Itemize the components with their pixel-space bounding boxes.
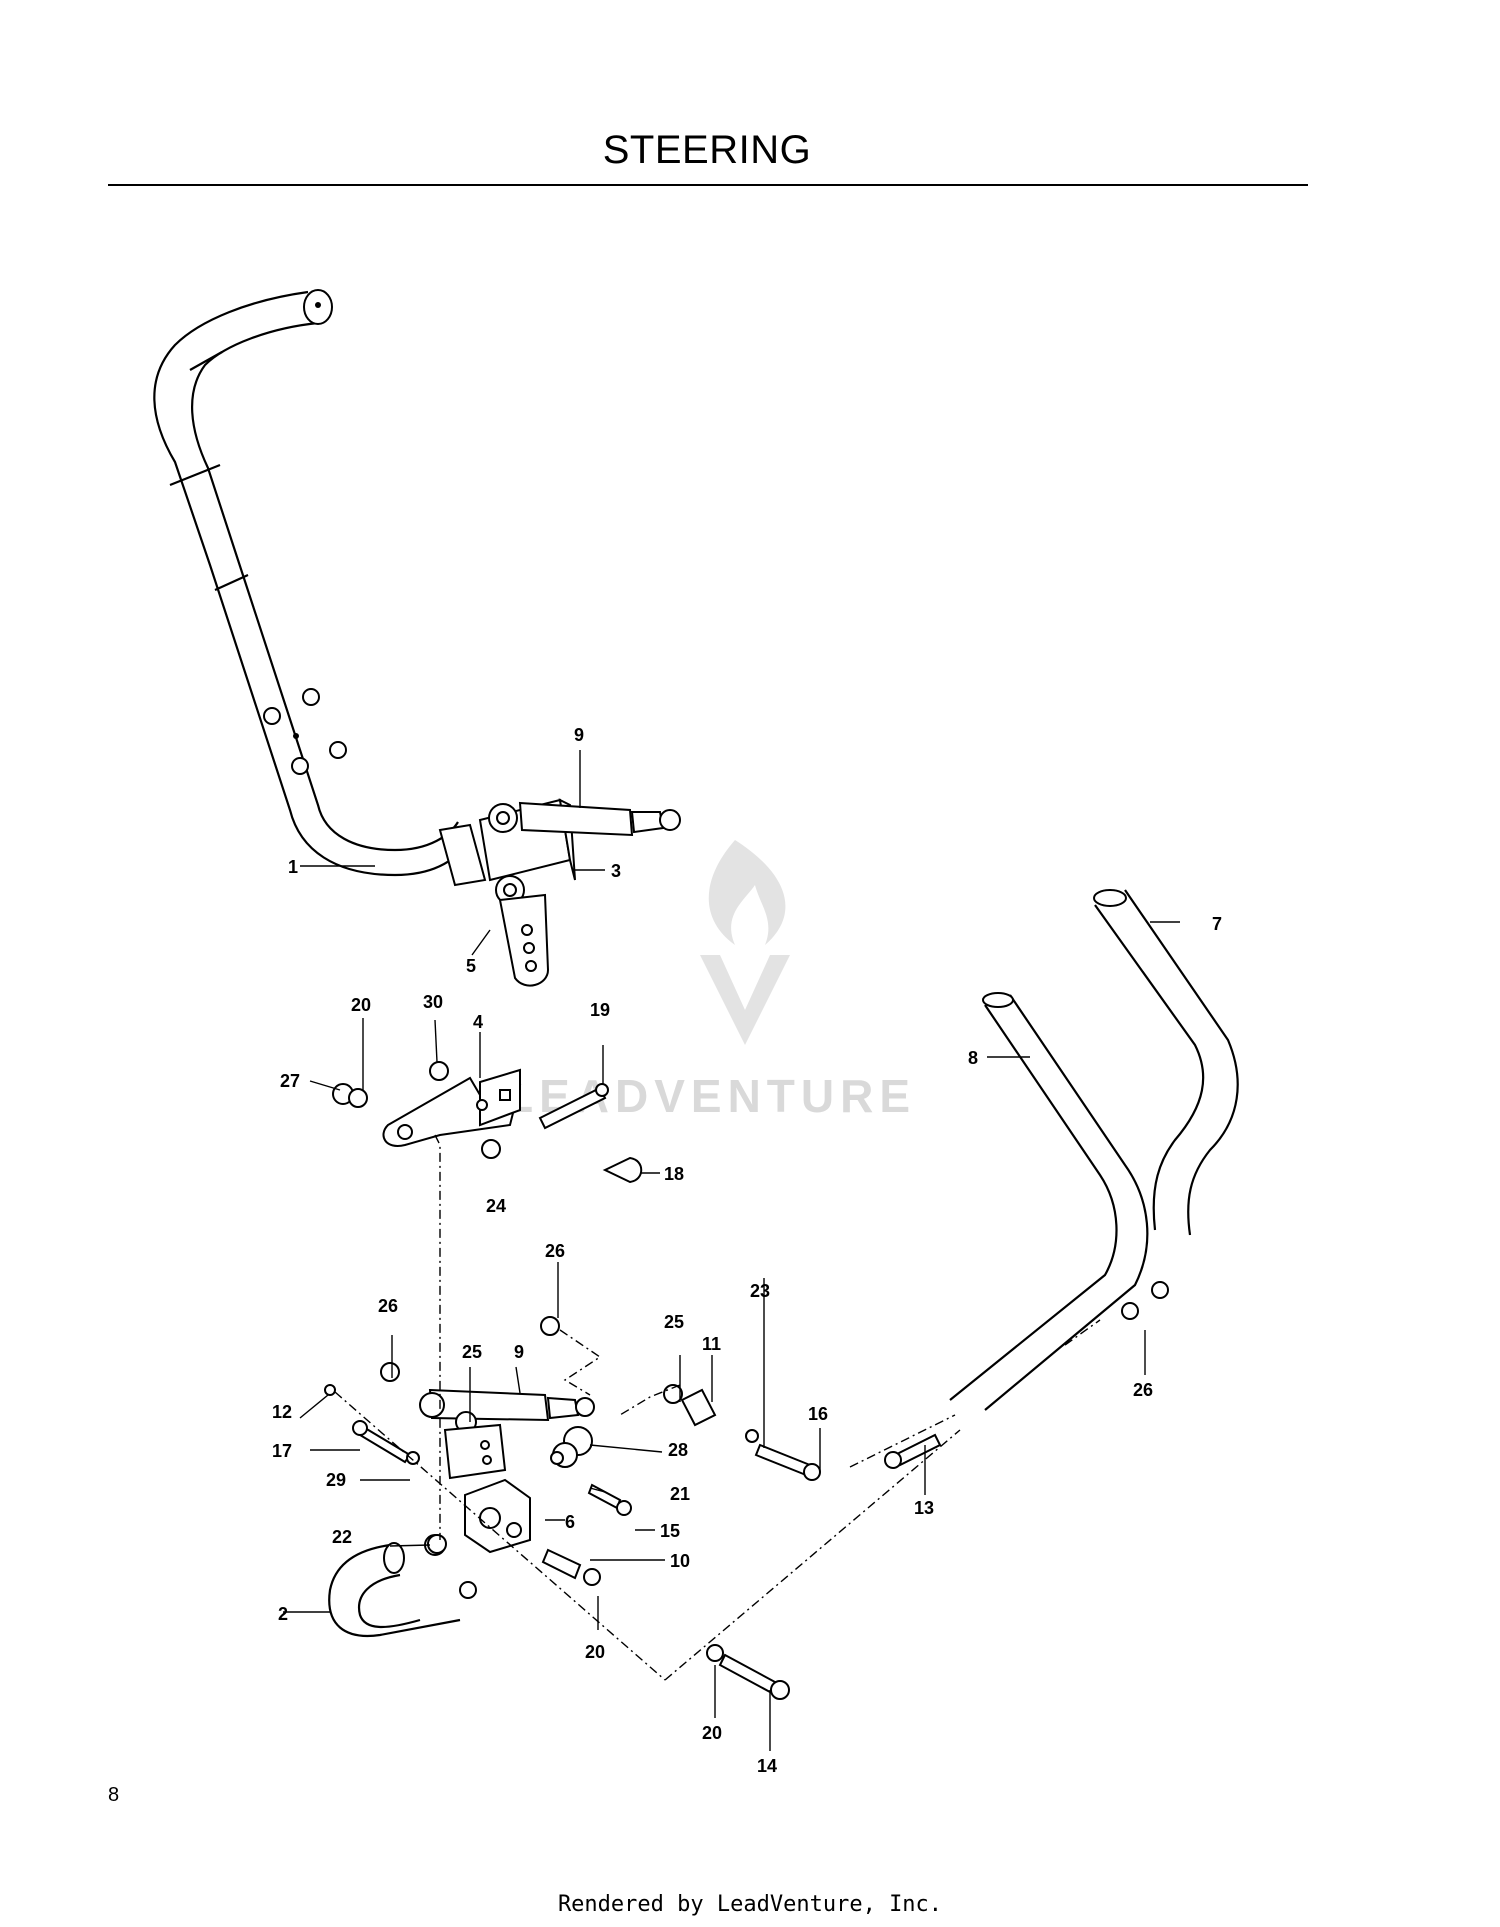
callout-26-right: 26 — [1133, 1380, 1153, 1400]
part-1-left-steering-lever[interactable] — [153, 289, 471, 877]
callout-numbers: 1 2 3 4 5 6 7 8 9 9 10 11 12 13 14 15 16… — [272, 725, 1222, 1776]
part-13-bolt[interactable] — [884, 1433, 942, 1469]
callout-21: 21 — [670, 1484, 690, 1504]
callout-24: 24 — [486, 1196, 506, 1216]
callout-6: 6 — [565, 1512, 575, 1532]
footer-credit: Rendered by LeadVenture, Inc. — [557, 1892, 943, 1917]
callout-18: 18 — [664, 1164, 684, 1184]
callout-7: 7 — [1212, 914, 1222, 934]
callout-29: 29 — [326, 1470, 346, 1490]
callout-17: 17 — [272, 1441, 292, 1461]
callout-13: 13 — [914, 1498, 934, 1518]
assembly-centerlines — [334, 1134, 1101, 1681]
callout-1: 1 — [288, 857, 298, 877]
callout-20-middle: 20 — [585, 1642, 605, 1662]
leader-lines — [283, 750, 1180, 1751]
callout-16: 16 — [808, 1404, 828, 1424]
callout-30: 30 — [423, 992, 443, 1012]
callout-27: 27 — [280, 1071, 300, 1091]
callout-20-lower: 20 — [702, 1723, 722, 1743]
callout-20-upper: 20 — [351, 995, 371, 1015]
callout-3: 3 — [611, 861, 621, 881]
callout-9-upper: 9 — [574, 725, 584, 745]
adjuster-plate-lower — [443, 1423, 507, 1480]
callout-4: 4 — [473, 1012, 483, 1032]
callout-14: 14 — [757, 1756, 777, 1776]
page-number: 8 — [108, 1784, 120, 1806]
callout-25-right: 25 — [664, 1312, 684, 1332]
hardware-group-lower — [324, 1316, 821, 1700]
callout-23: 23 — [750, 1281, 770, 1301]
callout-5: 5 — [466, 956, 476, 976]
watermark: LEADVENTURE — [505, 840, 910, 1122]
callout-2: 2 — [278, 1604, 288, 1624]
callout-22: 22 — [332, 1527, 352, 1547]
part-6-lower-bracket[interactable] — [464, 1478, 531, 1554]
callout-8: 8 — [968, 1048, 978, 1068]
callout-12: 12 — [272, 1402, 292, 1422]
callout-10: 10 — [670, 1551, 690, 1571]
callout-11: 11 — [702, 1334, 721, 1354]
part-2-lower-yoke[interactable] — [328, 1534, 477, 1637]
callout-25-left: 25 — [462, 1342, 482, 1362]
part-9-lower-damper[interactable] — [419, 1388, 595, 1433]
page-title: STEERING — [602, 128, 812, 172]
callout-15: 15 — [660, 1521, 680, 1541]
callout-19: 19 — [590, 1000, 610, 1020]
part-9-upper-damper[interactable] — [518, 801, 681, 837]
part-8-right-steering-arm[interactable] — [949, 992, 1169, 1411]
title-divider — [108, 184, 1308, 186]
callout-28: 28 — [668, 1440, 688, 1460]
part-5-adjuster-plate[interactable] — [498, 893, 550, 987]
callout-26-left: 26 — [378, 1296, 398, 1316]
callout-9-lower: 9 — [514, 1342, 524, 1362]
flame-v-logo — [708, 840, 786, 945]
part-7-right-steering-lever[interactable] — [1093, 889, 1239, 1236]
part-4-mounting-bracket[interactable] — [382, 1068, 522, 1147]
callout-26-center: 26 — [545, 1241, 565, 1261]
